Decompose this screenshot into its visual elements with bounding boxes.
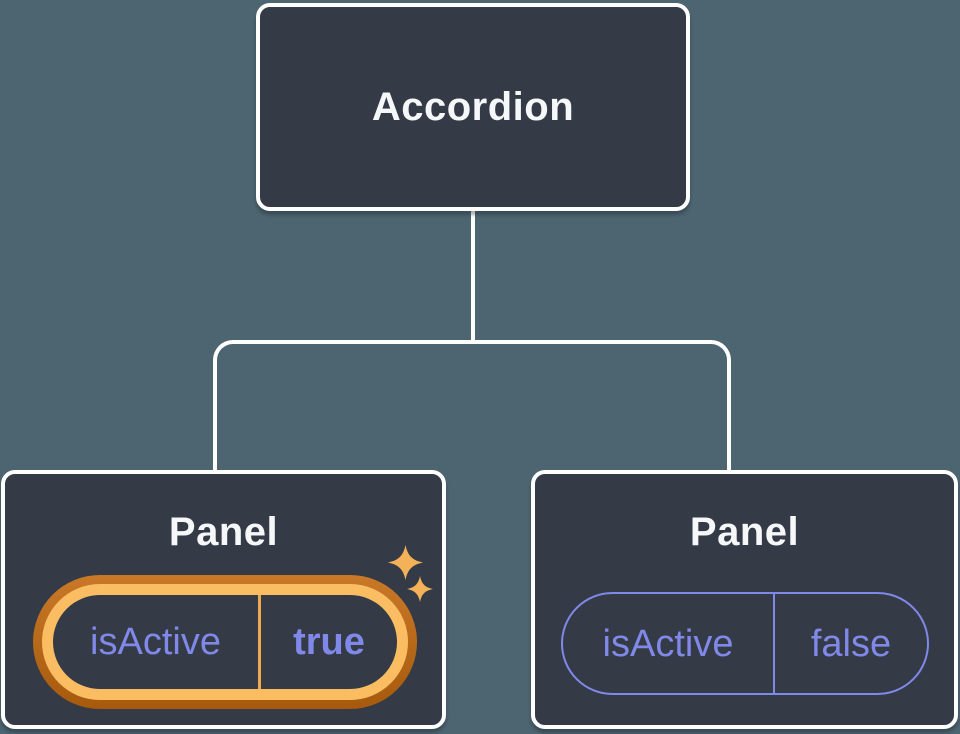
state-pill-left: isActive true xyxy=(53,595,397,689)
state-value-left: true xyxy=(293,621,365,663)
accordion-node: Accordion xyxy=(256,3,690,211)
state-value-right: false xyxy=(810,622,892,665)
state-pill-left-highlight-inner-ring: isActive true xyxy=(42,584,408,700)
panel-right-label: Panel xyxy=(689,510,800,554)
panel-left-label: Panel xyxy=(168,510,279,554)
state-key-right: isActive xyxy=(602,622,734,665)
state-key-left: isActive xyxy=(90,621,221,663)
state-pill-left-highlight-ring: isActive true xyxy=(33,575,417,709)
connector-branch-right xyxy=(473,340,731,470)
sparkle-icon-small xyxy=(407,576,433,602)
accordion-node-label: Accordion xyxy=(371,85,575,129)
connector-branch-left xyxy=(213,340,473,470)
state-pill-right-divider xyxy=(773,594,775,693)
state-pill-right: isActive false xyxy=(561,592,929,695)
state-pill-left-divider xyxy=(258,595,261,689)
panel-node-right: Panel isActive false xyxy=(531,470,958,729)
connector-root-stem xyxy=(471,209,475,344)
sparkle-icon-large xyxy=(388,545,423,580)
panel-node-left: Panel isActive true xyxy=(1,470,446,729)
